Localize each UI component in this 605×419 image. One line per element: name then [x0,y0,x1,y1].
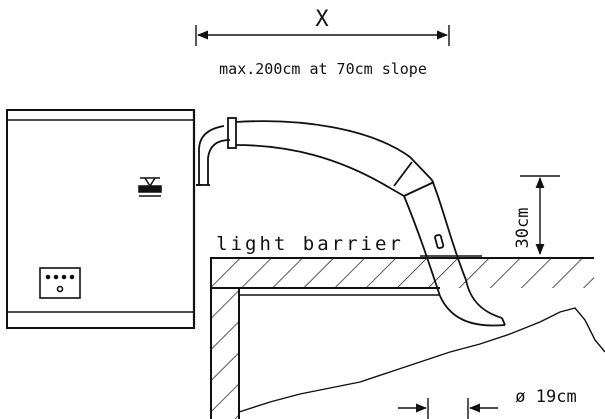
light-barrier-label: light barrier [216,233,404,255]
dimension-x-line [195,25,450,46]
height-30cm-label: 30cm [513,208,533,249]
machine-box [6,109,196,329]
sloped-ground [238,307,605,413]
control-panel-icon [39,267,81,299]
warning-light-icon [138,177,162,197]
max-distance-note: max.200cm at 70cm slope [219,60,427,78]
diameter-dimension [398,398,498,419]
height-30cm-dimension [520,175,560,256]
dimension-x-label: X [315,7,329,32]
floor-ledge [210,255,594,419]
diameter-label: ø 19cm [515,387,576,407]
